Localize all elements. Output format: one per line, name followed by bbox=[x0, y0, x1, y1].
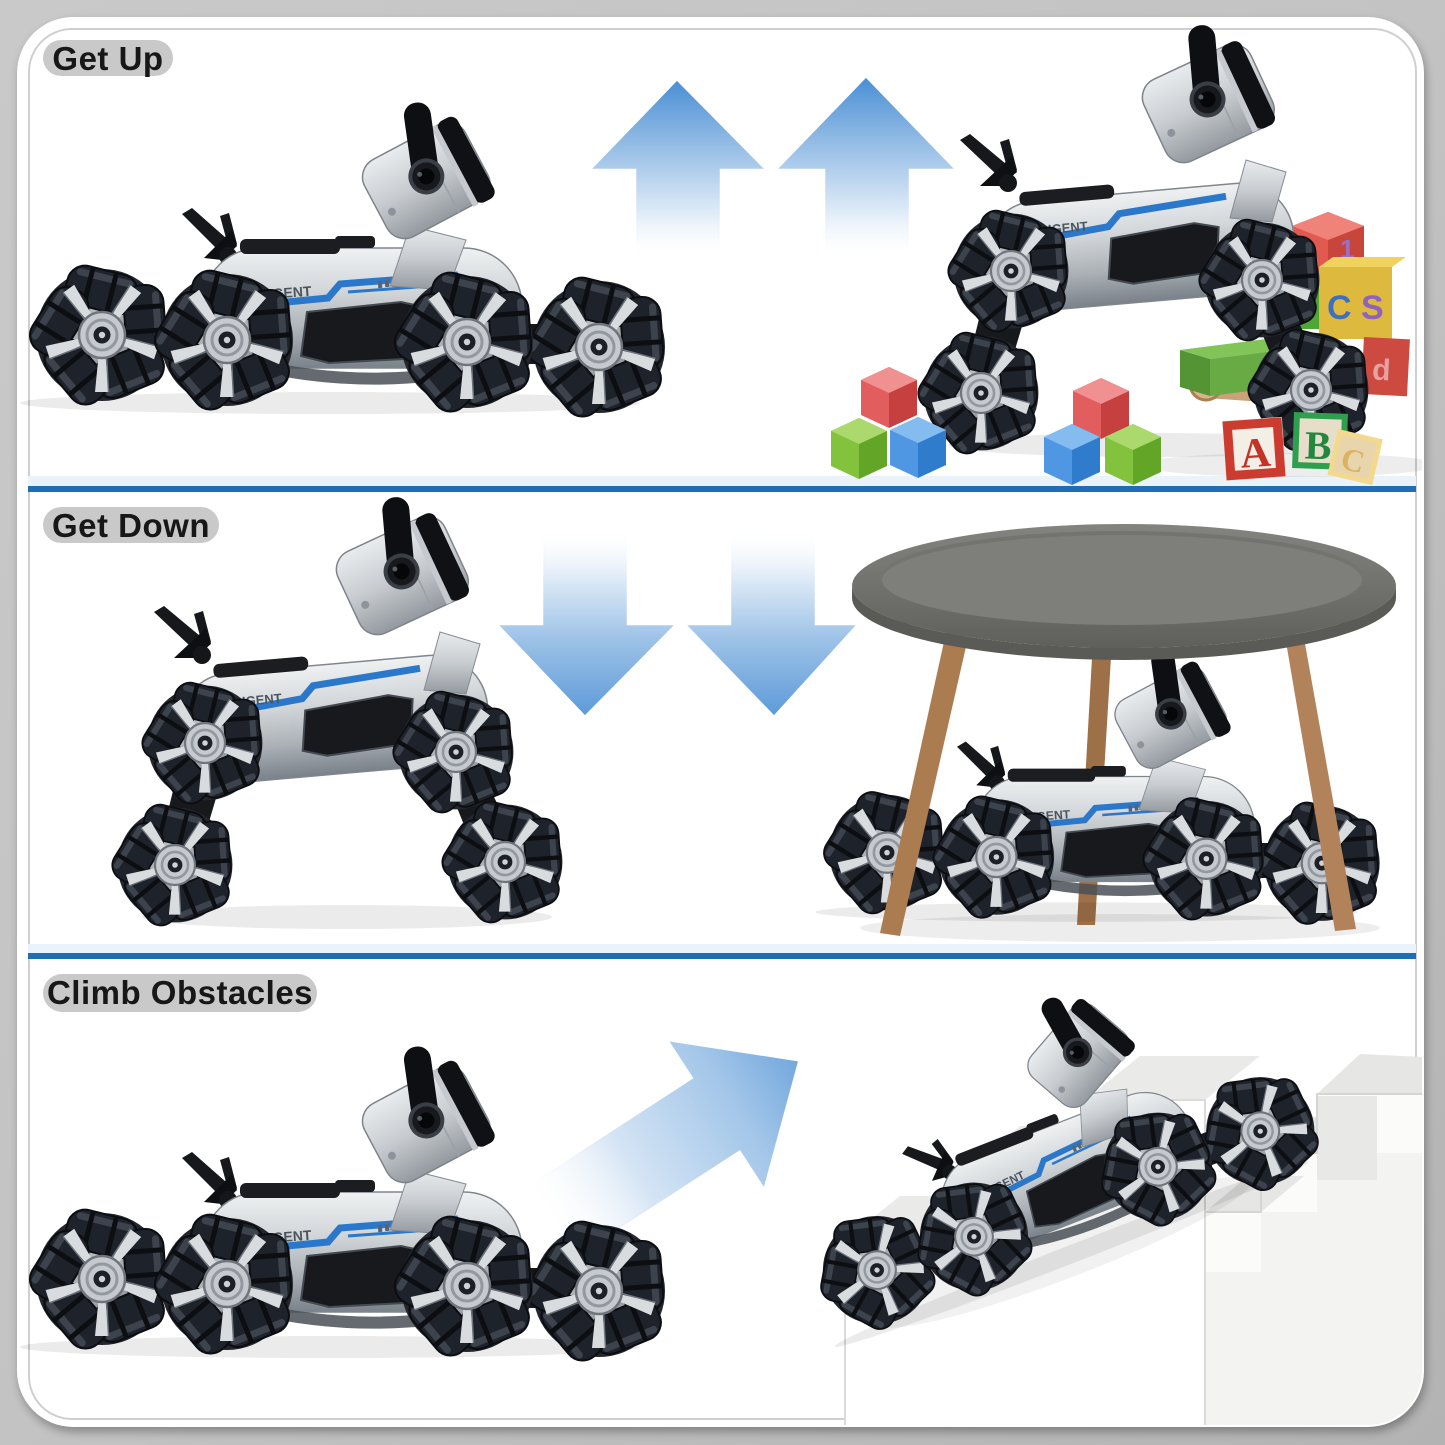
svg-text:d: d bbox=[1371, 354, 1391, 388]
svg-text:S: S bbox=[1361, 289, 1384, 327]
svg-text:B: B bbox=[1304, 422, 1332, 468]
svg-text:A: A bbox=[1239, 430, 1273, 478]
svg-text:C: C bbox=[1327, 289, 1352, 327]
svg-text:1: 1 bbox=[1340, 234, 1354, 264]
